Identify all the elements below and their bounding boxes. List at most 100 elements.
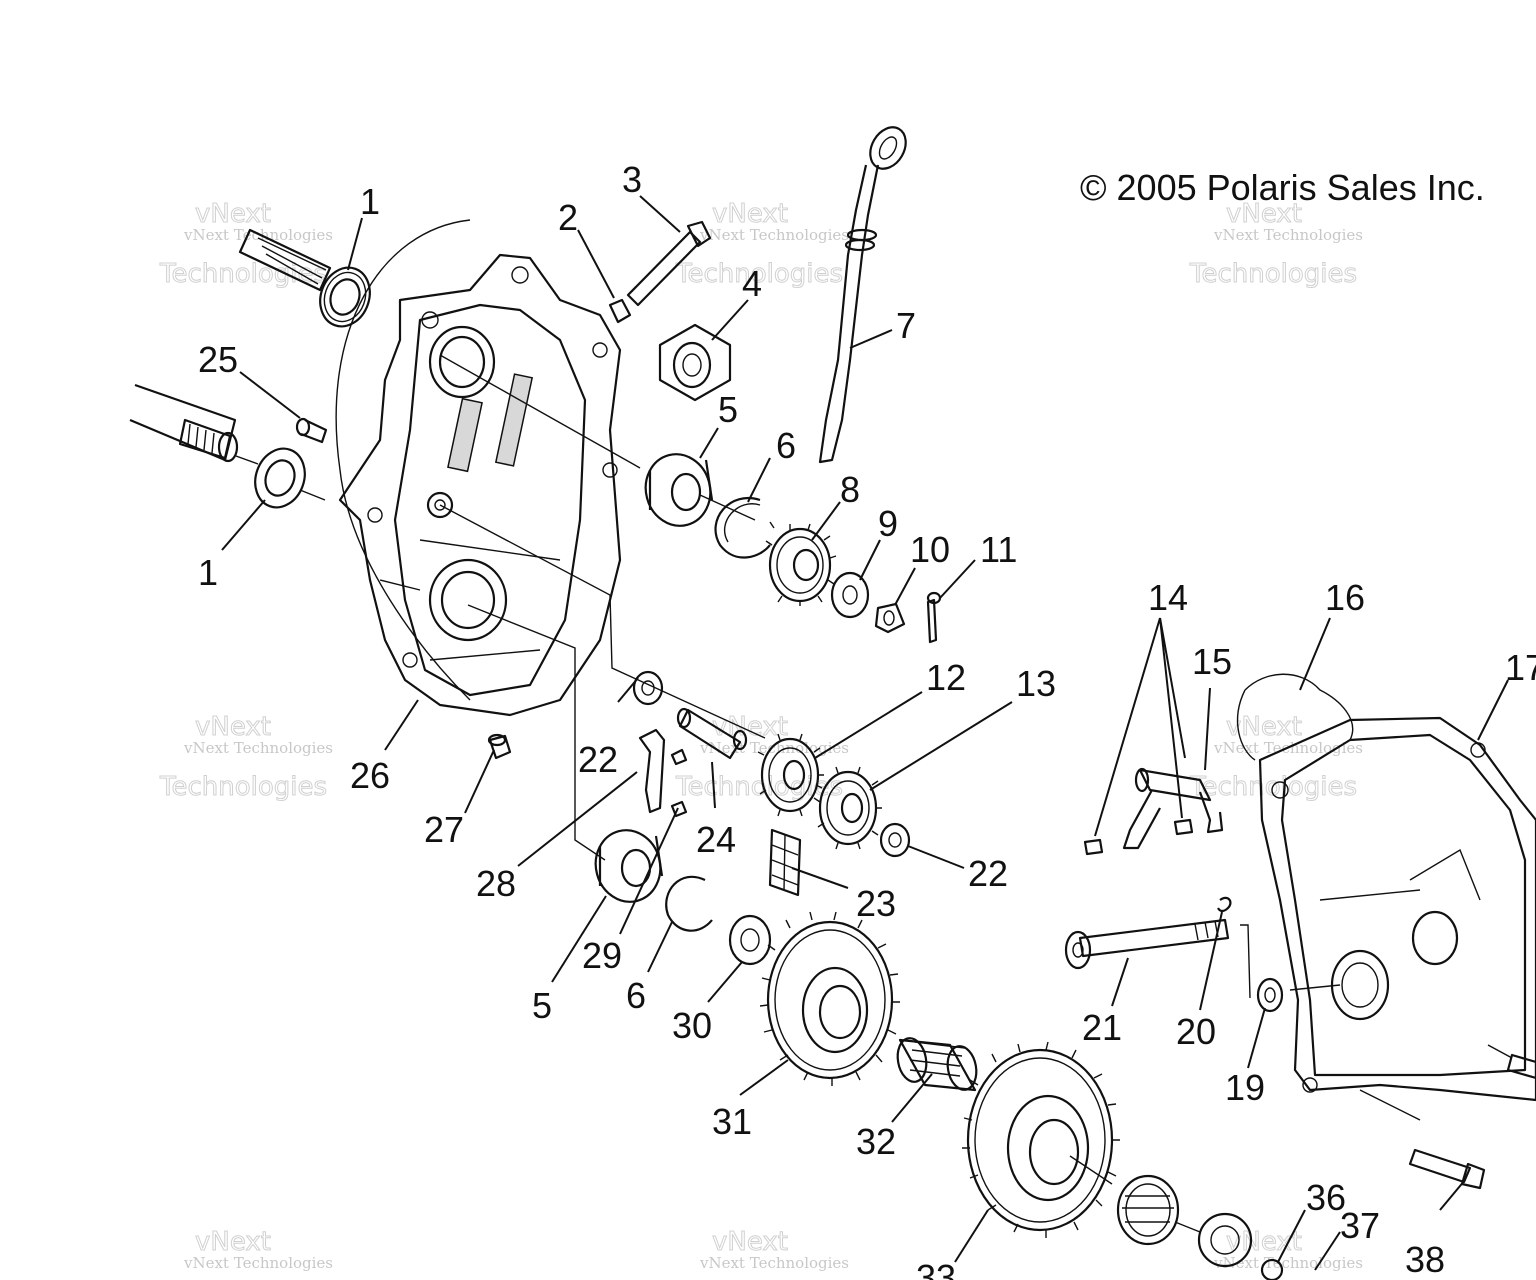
watermark-text: vNext Technologies — [699, 226, 849, 244]
callout-label: 1 — [360, 181, 380, 222]
seal-icon — [254, 447, 306, 509]
callout-label: 8 — [840, 469, 860, 510]
callout-label: 6 — [776, 425, 796, 466]
chaincase-outer-cover-icon — [1258, 716, 1536, 1102]
snap-ring-icon — [665, 875, 713, 932]
callout-label: 5 — [532, 985, 552, 1026]
callout-label: 15 — [1192, 641, 1232, 682]
watermark-text: vNext — [712, 1227, 788, 1257]
upper-input-shaft-icon — [238, 228, 332, 292]
callout-label: 28 — [476, 863, 516, 904]
callout-label: 5 — [718, 389, 738, 430]
needle-bearing-icon — [896, 1037, 978, 1092]
nut-icon — [608, 298, 632, 324]
watermark-text: vNext — [1226, 1227, 1302, 1257]
watermark-text: vNext Technologies — [183, 739, 333, 757]
pin-icon — [295, 417, 328, 444]
watermark-text: vNext — [1226, 199, 1302, 229]
dowel-pin-icon — [1173, 818, 1194, 836]
watermark-top-left: vNext vNext Technologies Technologies — [159, 199, 334, 290]
seal-icon — [1197, 1212, 1253, 1268]
watermark-text: Technologies — [159, 772, 327, 802]
watermark-mid-left: vNext vNext Technologies Technologies — [159, 712, 334, 803]
watermark-text: vNext Technologies — [1213, 226, 1363, 244]
callout-label: 4 — [742, 263, 762, 304]
shift-shaft-icon — [1064, 918, 1230, 970]
callout-label: 37 — [1340, 1205, 1380, 1246]
callout-label: 33 — [916, 1257, 956, 1280]
bearing-icon — [1116, 1174, 1180, 1246]
callout-label: 6 — [626, 975, 646, 1016]
washer-icon — [728, 914, 772, 966]
callout-label: 30 — [672, 1005, 712, 1046]
callout-label: 26 — [350, 755, 390, 796]
bolt-icon — [1506, 1053, 1536, 1080]
chain-icon — [768, 828, 802, 897]
watermark-text: vNext Technologies — [699, 739, 849, 757]
shift-fork-icon — [1122, 767, 1224, 850]
gear-icon — [757, 733, 824, 817]
callout-label: 36 — [1306, 1177, 1346, 1218]
callout-label: 1 — [198, 552, 218, 593]
screw-icon — [670, 748, 688, 818]
gear-icon — [765, 521, 837, 606]
callout-label: 17 — [1505, 647, 1536, 688]
watermark-bottom-mid: vNext vNext Technologies — [699, 1227, 849, 1273]
callout-label: 16 — [1325, 577, 1365, 618]
clip-icon — [1217, 896, 1232, 913]
watermark-mid-center: vNext vNext Technologies Technologies — [675, 712, 850, 803]
bolt-icon — [1408, 1148, 1486, 1190]
watermark-top-mid: vNext vNext Technologies Technologies — [675, 199, 850, 290]
plate-icon — [638, 728, 666, 814]
callout-label: 22 — [968, 853, 1008, 894]
callout-label: 27 — [424, 809, 464, 850]
callout-label: 21 — [1082, 1007, 1122, 1048]
callout-label: 10 — [910, 529, 950, 570]
watermark-text: vNext — [195, 712, 271, 742]
watermark-text: vNext — [195, 1227, 271, 1257]
bearing-icon — [594, 829, 664, 903]
gasket-icon — [1237, 673, 1354, 761]
bolt-icon — [626, 220, 712, 307]
callout-label: 29 — [582, 935, 622, 976]
dipstick-icon — [818, 126, 907, 464]
watermark-text: vNext — [712, 712, 788, 742]
callout-label: 2 — [558, 197, 578, 238]
callout-label: 12 — [926, 657, 966, 698]
seal-icon — [319, 266, 371, 328]
snap-ring-icon — [714, 497, 771, 559]
callout-label: 24 — [696, 819, 736, 860]
callout-label: 11 — [980, 529, 1017, 570]
copyright-notice: © 2005 Polaris Sales Inc. — [1080, 167, 1485, 208]
washer-icon — [830, 571, 870, 619]
watermark-text: Technologies — [1189, 259, 1357, 289]
callout-label: 13 — [1016, 663, 1056, 704]
callout-label: 7 — [896, 305, 916, 346]
watermark-text: vNext Technologies — [183, 1254, 333, 1272]
watermark-top-right: vNext vNext Technologies Technologies — [1189, 199, 1364, 290]
dowel-pin-icon — [1083, 838, 1104, 856]
watermark-text: vNext — [712, 199, 788, 229]
chaincase-inner-cover-icon — [335, 219, 622, 717]
callout-label: 38 — [1405, 1239, 1445, 1280]
gear-icon — [962, 1041, 1120, 1238]
callout-label: 20 — [1176, 1011, 1216, 1052]
washer-icon — [1260, 1258, 1284, 1280]
watermark-bottom-right: vNext vNext Technologies — [1213, 1227, 1363, 1273]
lower-driven-shaft-icon — [129, 383, 239, 463]
gear-icon — [815, 766, 882, 850]
washer-icon — [879, 822, 911, 858]
callout-label: 25 — [198, 339, 238, 380]
watermark-text: vNext — [195, 199, 271, 229]
callout-label: 32 — [856, 1121, 896, 1162]
watermark-bottom-left: vNext vNext Technologies — [183, 1227, 333, 1273]
watermark-text: vNext Technologies — [699, 1254, 849, 1272]
callout-label: 19 — [1225, 1067, 1265, 1108]
watermark-text: Technologies — [675, 259, 843, 289]
leader-lines — [221, 195, 1513, 1271]
callout-label: 23 — [856, 883, 896, 924]
callout-labels: 1 1 2 3 4 5 5 6 6 7 8 9 10 11 12 13 14 1… — [198, 159, 1536, 1280]
bushing-icon — [658, 323, 732, 402]
bearing-icon — [644, 453, 714, 527]
